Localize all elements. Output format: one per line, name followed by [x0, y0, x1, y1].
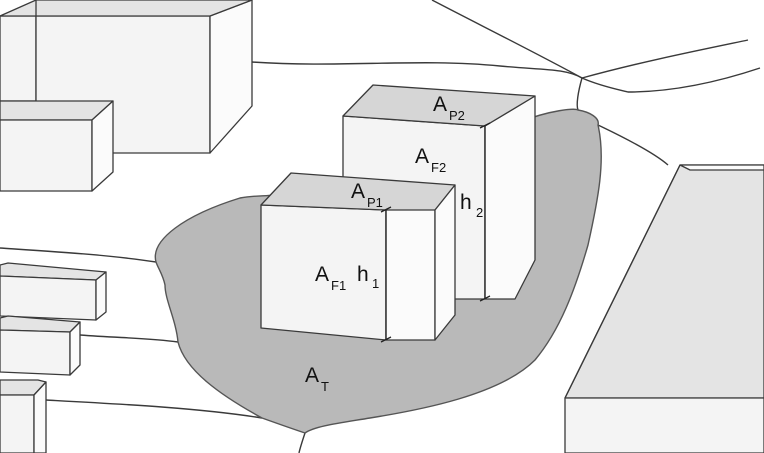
- label-height-2-sub: 2: [476, 205, 483, 220]
- building-1-height-tick-bottom: [380, 336, 392, 343]
- building-side: [95, 271, 107, 321]
- label-facade-2-main: A: [415, 145, 429, 168]
- building-front: [0, 275, 97, 321]
- building-2-side: [484, 95, 536, 300]
- street-line-right-a: [581, 39, 749, 79]
- label-roof-2-main: A: [433, 93, 447, 116]
- label-facade-1-sub: F1: [331, 278, 346, 293]
- street-line-left-top: [0, 247, 157, 263]
- background-building-right: [564, 164, 764, 453]
- label-height-1: h 1: [357, 263, 379, 291]
- building-side: [91, 100, 114, 192]
- building-2-height-tick-top: [479, 122, 491, 129]
- label-height-1-main: h: [357, 263, 369, 286]
- building-front: [0, 394, 35, 453]
- label-roof-2-sub: P2: [449, 108, 465, 123]
- background-building-left-slab-2: [0, 315, 81, 376]
- street-line-right-b: [581, 67, 761, 93]
- label-facade-2-sub: F2: [431, 160, 446, 175]
- building-1-side: [385, 204, 436, 341]
- building-front: [0, 329, 71, 376]
- label-roof-1-main: A: [351, 180, 365, 203]
- building-1-side-upper: [434, 184, 456, 341]
- background-building-left-mid: [0, 100, 114, 192]
- building-top: [0, 0, 253, 17]
- building-side: [209, 0, 253, 154]
- background-building-top-left: [0, 0, 253, 154]
- label-facade-1: A F1: [315, 263, 346, 293]
- label-roof-2: A P2: [433, 93, 465, 123]
- label-terrain-main: A: [305, 364, 319, 387]
- label-facade-1-main: A: [315, 263, 329, 286]
- label-height-2: h 2: [460, 191, 483, 220]
- building-front: [564, 397, 764, 453]
- street-line-left-bottom: [45, 399, 263, 419]
- street-line-bottom: [298, 432, 306, 453]
- street-line-right-c: [597, 124, 669, 166]
- building-1: [260, 172, 456, 343]
- label-height-1-sub: 1: [372, 276, 379, 291]
- background-building-left-slab-1: [0, 262, 107, 321]
- label-height-2-main: h: [460, 191, 472, 214]
- building-1-height-tick-top: [380, 206, 392, 213]
- background-building-left-bottom: [0, 379, 47, 453]
- building-side: [33, 381, 47, 453]
- building-edge: [564, 164, 681, 399]
- label-roof-1-sub: P1: [367, 195, 383, 210]
- street-line-top: [251, 61, 583, 79]
- building-side: [679, 164, 764, 171]
- street-line-junction: [576, 77, 583, 111]
- building-front: [0, 119, 93, 192]
- label-terrain-sub: T: [321, 379, 329, 394]
- building-front: [0, 15, 37, 102]
- label-terrain: A T: [305, 364, 329, 394]
- building-2-roof: [342, 84, 536, 127]
- label-roof-1: A P1: [351, 180, 383, 210]
- street-line-top-right: [431, 0, 583, 79]
- label-facade-2: A F2: [415, 145, 446, 175]
- building-2-height-tick-bottom: [479, 295, 491, 302]
- building-side: [69, 321, 81, 376]
- street-line-left-mid: [79, 334, 179, 343]
